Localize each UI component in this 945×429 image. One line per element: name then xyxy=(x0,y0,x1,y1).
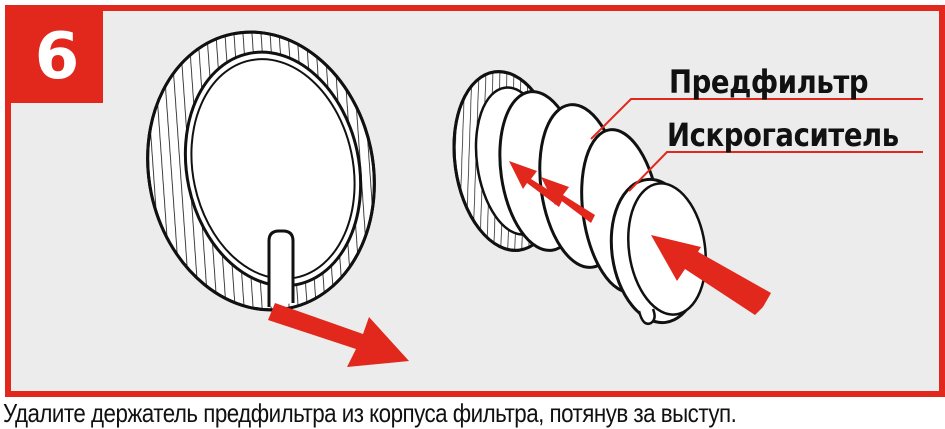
pull-arrow xyxy=(268,303,409,367)
prefilter-label: Предфильтр xyxy=(669,63,868,101)
instruction-caption: Удалите держатель предфильтра из корпуса… xyxy=(3,398,736,429)
instruction-panel: 6 Предфильтр Искрогаситель xyxy=(5,5,945,397)
spark-arrester-label: Искрогаситель xyxy=(667,116,899,154)
step-number-badge: 6 xyxy=(11,11,103,103)
prefilter-holder xyxy=(122,11,399,331)
